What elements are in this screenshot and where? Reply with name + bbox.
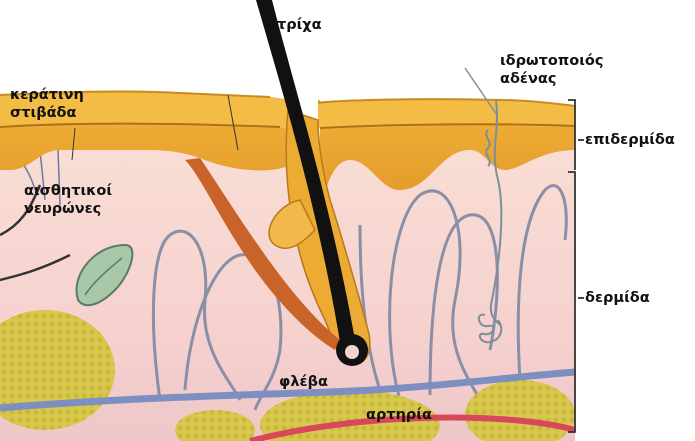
- label-hair: τρίχα: [277, 16, 322, 34]
- label-artery: αρτηρία: [366, 406, 432, 424]
- label-sweat-gland: ιδρωτοποιός αδένας: [500, 52, 603, 88]
- label-vein: φλέβα: [279, 373, 328, 391]
- label-sensory-neurons: αισθητικοί νευρώνες: [24, 182, 112, 218]
- label-epidermis: επιδερμίδα: [585, 131, 675, 149]
- label-dermis: δερμίδα: [585, 289, 650, 307]
- label-keratin-layer: κεράτινη στιβάδα: [10, 86, 84, 122]
